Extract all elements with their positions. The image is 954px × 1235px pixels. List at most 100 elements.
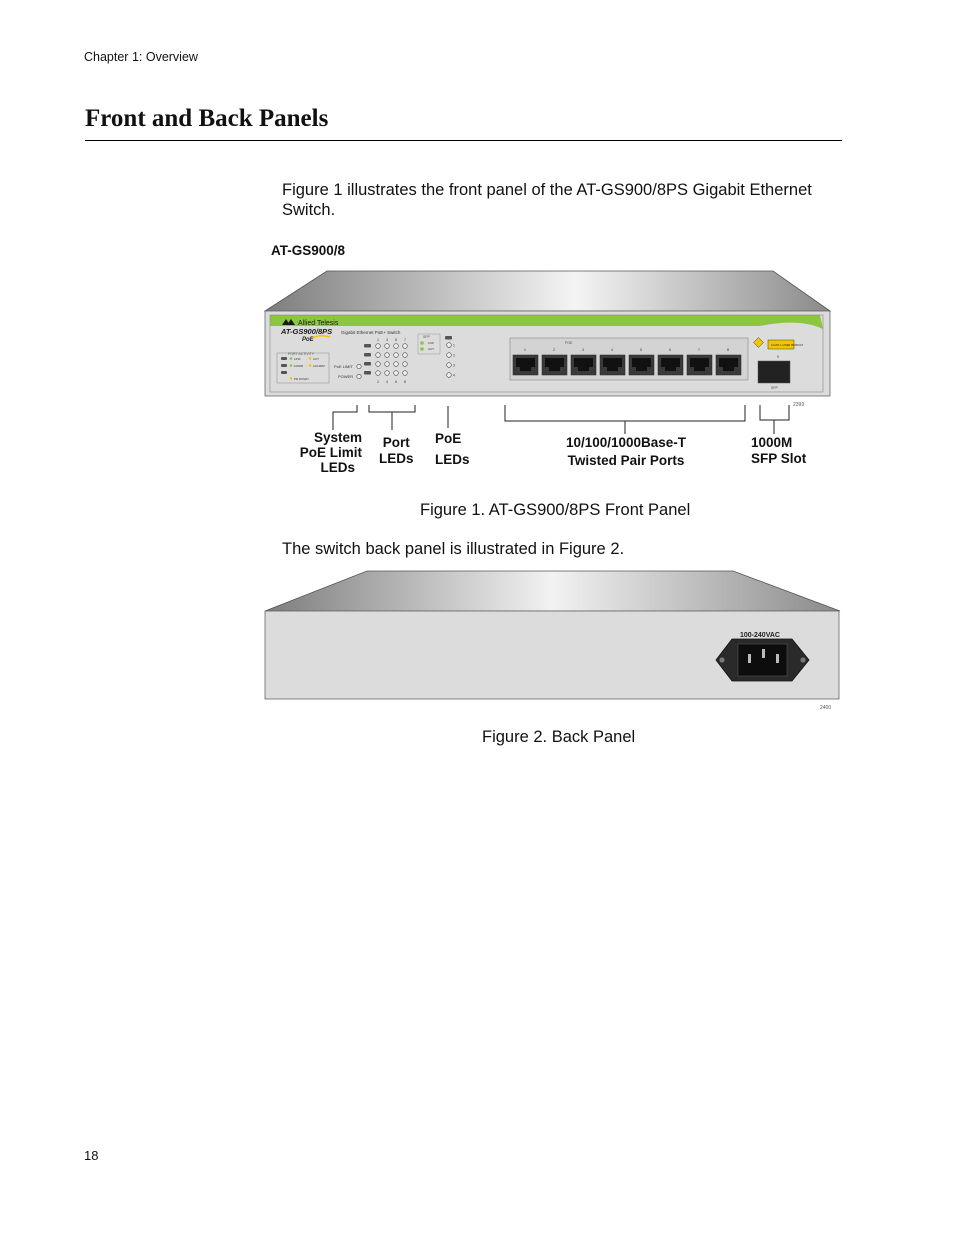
poe-led-number: 3	[453, 364, 455, 368]
port-led	[384, 352, 390, 358]
port-led-number: 2	[377, 380, 379, 384]
sfp-link-led	[420, 341, 424, 345]
svg-text:LINK: LINK	[294, 357, 301, 361]
rj45-port-jack	[574, 358, 593, 371]
rj45-port-jack	[690, 358, 709, 371]
callout-system-poe: System PoE Limit LEDs	[299, 430, 362, 475]
port-led	[375, 343, 381, 349]
rj45-port-number: 2	[553, 348, 555, 352]
callout-poe-leds: PoE LEDs	[435, 431, 470, 467]
device-model: AT-GS900/8PS	[280, 327, 332, 336]
callout-brackets	[332, 405, 790, 434]
back-chassis-top	[264, 570, 841, 612]
front-panel-figure: Allied Telesis AT-GS900/8PS Gigabit Ethe…	[263, 270, 832, 408]
port-led	[384, 361, 390, 367]
rj45-port-jack	[632, 358, 651, 371]
rj45-port-jack	[661, 358, 680, 371]
svg-text:1000M: 1000M	[294, 364, 304, 368]
figure2-caption: Figure 2. Back Panel	[482, 728, 636, 746]
port-led	[393, 361, 399, 367]
page-number: 18	[84, 1148, 99, 1163]
poe-led	[446, 342, 452, 348]
poe-led	[446, 372, 452, 378]
svg-text:ACT: ACT	[313, 357, 319, 361]
led-row-tag	[364, 344, 371, 348]
port-led-number: 8	[404, 380, 406, 384]
svg-text:9: 9	[777, 355, 779, 359]
power-rating-label: 100-240VAC	[740, 632, 780, 639]
port-led	[375, 352, 381, 358]
port-led-number: 7	[404, 338, 406, 342]
svg-text:PD DOWN: PD DOWN	[294, 377, 309, 381]
rj45-port-number: 7	[698, 348, 700, 352]
port-led	[384, 370, 390, 376]
back-panel-figure: 100-240VAC 2400	[264, 570, 841, 711]
poe-led-number: 2	[453, 354, 455, 358]
rj45-port-number: 4	[611, 348, 613, 352]
port-led	[375, 370, 381, 376]
callout-sfp: 1000M SFP Slot	[751, 435, 807, 466]
poe-limit-label: PoE LIMIT	[334, 364, 353, 369]
port-led-grid: 1 2 3 4 5 6 7 8	[364, 338, 424, 384]
power-label: POWER	[338, 374, 353, 379]
port-led	[402, 352, 408, 358]
port-led-number: 1	[377, 338, 379, 342]
port-led-number: 4	[386, 380, 388, 384]
device-subtitle: Gigabit Ethernet PoE+ Switch	[341, 330, 401, 335]
rj45-port-number: 1	[524, 348, 526, 352]
poe-led	[446, 362, 452, 368]
rj45-port-jack	[719, 358, 738, 371]
port-led	[393, 352, 399, 358]
callout-twisted-pair: 10/100/1000Base-T Twisted Pair Ports	[565, 435, 687, 468]
led-row-tag	[364, 362, 371, 366]
poe-logo: PoE	[302, 337, 315, 343]
rj45-port-jack	[545, 358, 564, 371]
sfp-act-led	[420, 347, 424, 351]
rj45-port-jack	[603, 358, 622, 371]
laser-warning-icon	[753, 337, 764, 348]
figure1-id: 2399	[793, 402, 804, 408]
poe-led-tag	[445, 336, 452, 340]
svg-text:SFP: SFP	[771, 386, 778, 390]
poe-led-number: 4	[453, 374, 455, 378]
section-title: Front and Back Panels	[85, 105, 329, 132]
poe-led-number: 1	[453, 344, 455, 348]
port-led	[402, 361, 408, 367]
figure2-id: 2400	[820, 705, 831, 711]
rj45-ports: 1 2 3 4 5 6 7 8	[512, 348, 742, 376]
svg-text:LNK: LNK	[428, 341, 434, 345]
poe-group-label: POE	[565, 341, 573, 345]
rj45-port-number: 6	[669, 348, 671, 352]
sfp-slot	[757, 360, 791, 384]
port-led	[393, 343, 399, 349]
led-row-tag	[364, 353, 371, 357]
port-led	[393, 370, 399, 376]
model-label: AT-GS900/8	[271, 243, 346, 258]
port-led	[402, 343, 408, 349]
running-header: Chapter 1: Overview	[84, 50, 198, 64]
poe-led	[446, 352, 452, 358]
figure1-caption: Figure 1. AT-GS900/8PS Front Panel	[420, 501, 691, 519]
port-led	[402, 370, 408, 376]
callout-port-leds: Port LEDs	[379, 435, 414, 466]
back-intro-paragraph: The switch back panel is illustrated in …	[282, 540, 625, 558]
brand-stripe	[270, 315, 823, 329]
intro-paragraph: Figure 1 illustrates the front panel of …	[282, 181, 812, 219]
rj45-port-jack	[516, 358, 535, 371]
laser-label: CLASS 1 LASER PRODUCT	[771, 344, 804, 347]
led-row-tag	[364, 371, 371, 375]
svg-text:ACT: ACT	[428, 347, 434, 351]
port-led	[384, 343, 390, 349]
rj45-port-number: 5	[640, 348, 642, 352]
rj45-port-number: 8	[727, 348, 729, 352]
port-led	[375, 361, 381, 367]
sfp-led-label: SFP	[423, 335, 430, 339]
title-rule	[85, 140, 842, 141]
chassis-top	[263, 270, 832, 312]
port-activity-label: PORT ACTIVITY	[288, 352, 315, 356]
brand-name: Allied Telesis	[298, 320, 339, 327]
port-led-number: 5	[395, 338, 397, 342]
port-led-number: 6	[395, 380, 397, 384]
rj45-port-number: 3	[582, 348, 584, 352]
port-led-number: 3	[386, 338, 388, 342]
